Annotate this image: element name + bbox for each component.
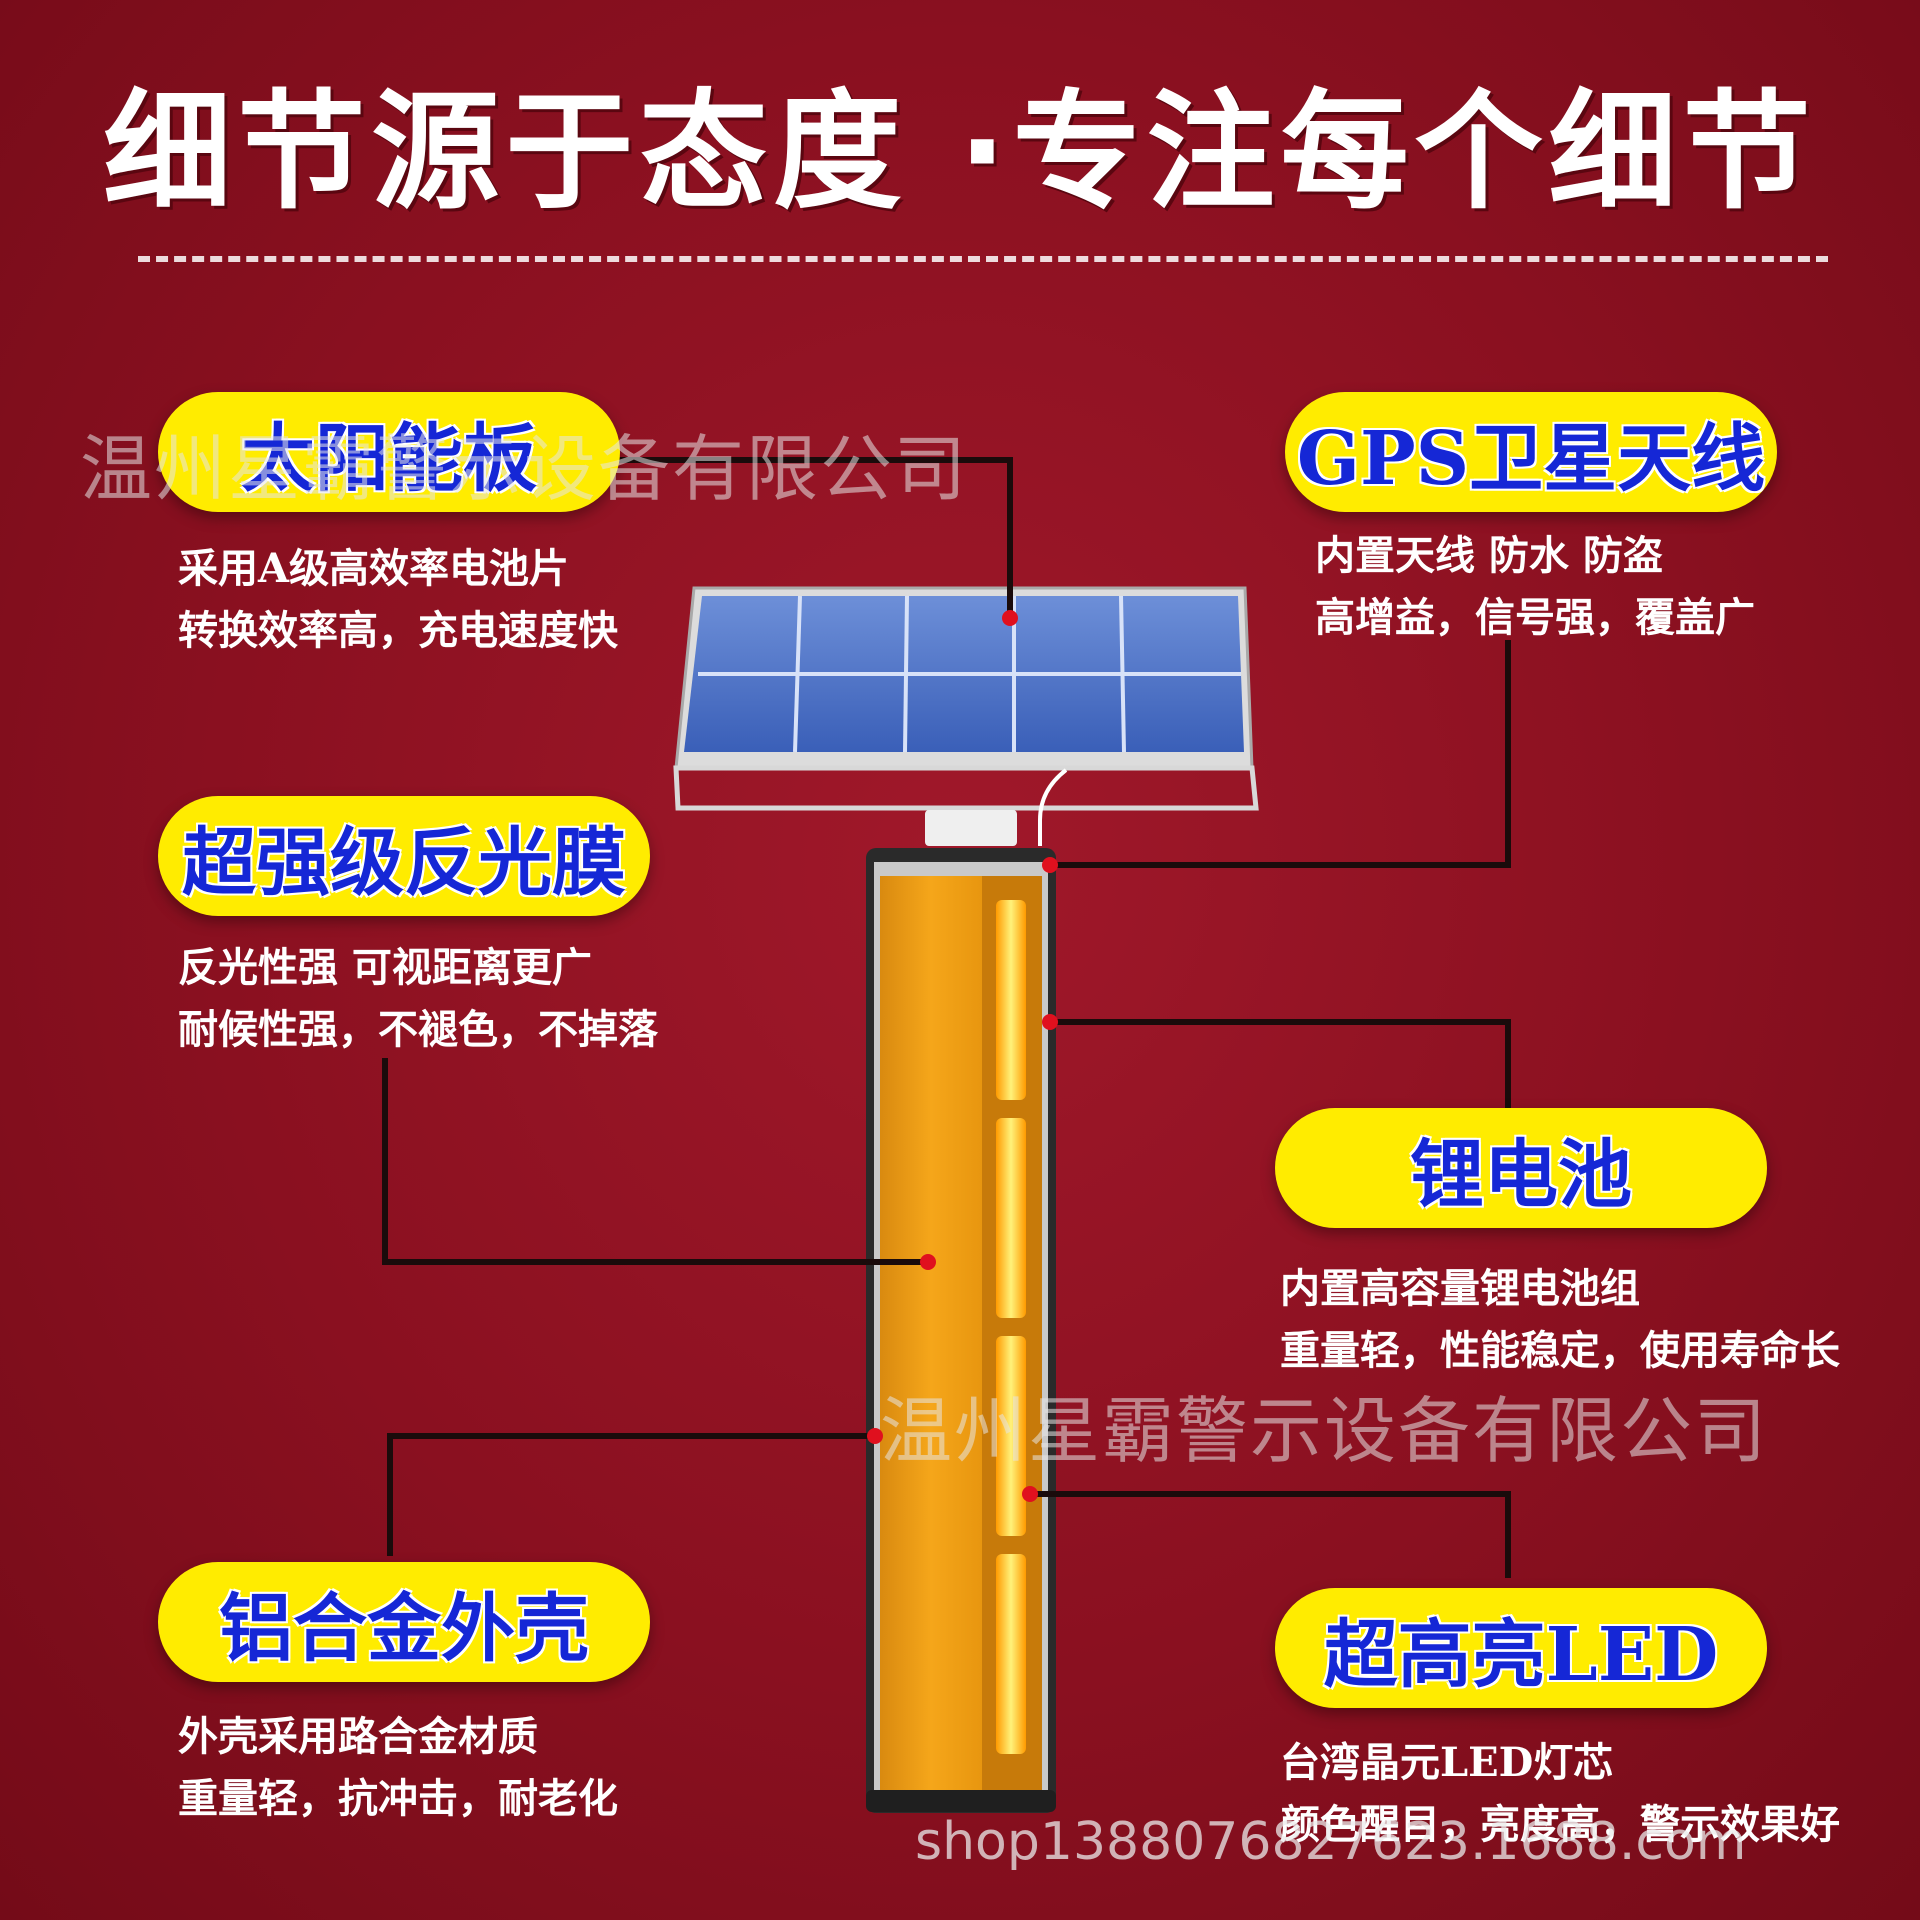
feature-battery-desc: 内置高容量锂电池组 重量轻，性能稳定，使用寿命长 [1280, 1258, 1840, 1382]
feature-led-line-1: 台湾晶元LED灯芯 [1280, 1739, 1614, 1786]
feature-shell-desc: 外壳采用路合金材质 重量轻，抗冲击，耐老化 [178, 1706, 618, 1830]
feature-solar-panel-line-1: 采用A级高效率电池片 [178, 545, 570, 592]
feature-film-title: 超强级反光膜 [158, 796, 650, 916]
company-watermark-top: 温州星霸警示设备有限公司 [80, 427, 969, 511]
page-title: 细节源于态度 ·专注每个细节 [103, 78, 1817, 227]
feature-shell-line-2: 重量轻，抗冲击，耐老化 [178, 1775, 618, 1822]
feature-solar-panel-title: 太阳能板 [158, 392, 620, 512]
feature-battery-line-2: 重量轻，性能稳定，使用寿命长 [1280, 1327, 1840, 1374]
shop-url-watermark: shop1388076827623.1688.com [915, 1812, 1747, 1872]
feature-led-line-2: 颜色醒目，亮度高，警示效果好 [1280, 1801, 1840, 1848]
feature-led-desc: 台湾晶元LED灯芯 颜色醒目，亮度高，警示效果好 [1280, 1732, 1840, 1856]
feature-film-line-1: 反光性强 可视距离更广 [178, 944, 592, 991]
solar-panel [673, 586, 1259, 846]
feature-gps-title: GPS卫星天线 [1285, 392, 1777, 512]
title-divider [138, 256, 1828, 262]
feature-solar-panel-desc: 采用A级高效率电池片 转换效率高，充电速度快 [178, 538, 618, 662]
company-watermark-bottom: 温州星霸警示设备有限公司 [880, 1389, 1769, 1473]
feature-gps-line-2: 高增益，信号强，覆盖广 [1315, 594, 1755, 641]
feature-led-title: 超高亮LED [1275, 1588, 1767, 1708]
feature-battery-title: 锂电池 [1275, 1108, 1767, 1228]
feature-gps-line-1: 内置天线 防水 防盗 [1315, 532, 1663, 579]
leader-lines [382, 457, 1511, 1578]
feature-battery-line-1: 内置高容量锂电池组 [1280, 1265, 1640, 1312]
feature-solar-panel-line-2: 转换效率高，充电速度快 [178, 607, 618, 654]
feature-shell-line-1: 外壳采用路合金材质 [178, 1713, 538, 1760]
feature-gps-desc: 内置天线 防水 防盗 高增益，信号强，覆盖广 [1315, 525, 1755, 649]
feature-shell-title: 铝合金外壳 [158, 1562, 650, 1682]
warning-column [866, 848, 1056, 1813]
feature-film-line-2: 耐候性强，不褪色，不掉落 [178, 1006, 658, 1053]
markers [867, 610, 1058, 1502]
feature-film-desc: 反光性强 可视距离更广 耐候性强，不褪色，不掉落 [178, 937, 658, 1061]
